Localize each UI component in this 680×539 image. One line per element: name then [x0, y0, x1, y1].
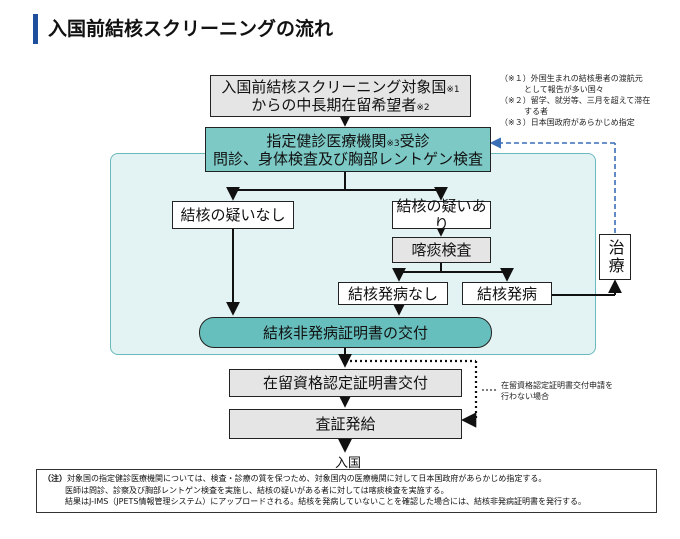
footnote-line: 結果はJ-IMS（JPETS情報管理システム）にアップロードされる。結核を発病し… — [65, 497, 587, 506]
designated-clinic-box: 指定健診医療機関※3受診 問診、身体検査及び胸部レントゲン検査 — [205, 127, 491, 172]
side-note-line: （※２）留学、就労等、三月を超えて滞在 — [500, 96, 651, 105]
side-note-line: （※１）外国生まれの結核患者の渡航元 — [500, 74, 643, 83]
footnote-line: 対象国の指定健診医療機関については、検査・診療の質を保つため、対象国内の医療機関… — [67, 474, 547, 483]
suspicion-box: 結核の疑いあり — [392, 197, 491, 233]
certificate-issue-box: 結核非発病証明書の交付 — [199, 317, 492, 348]
side-note-line: する者 — [500, 107, 548, 116]
residence-cert-box: 在留資格認定証明書交付 — [229, 369, 462, 397]
title-accent-bar — [33, 14, 38, 44]
bypass-note: 在留資格認定証明書交付申請を 行わない場合 — [501, 381, 613, 401]
visa-issuance-box: 査証発給 — [229, 409, 462, 439]
side-note-line: （※３）日本国政府があらかじめ指定 — [500, 118, 635, 127]
footnote-box: （注）対象国の指定健診医療機関については、検査・診療の質を保つため、対象国内の医… — [36, 469, 657, 513]
treatment-box: 治療 — [599, 234, 631, 280]
developed-box: 結核発病 — [462, 282, 552, 305]
not-developed-box: 結核発病なし — [338, 282, 448, 305]
sputum-test-box: 喀痰検査 — [392, 237, 491, 263]
no-suspicion-box: 結核の疑いなし — [172, 201, 294, 229]
footnote-line: 医師は問診、診察及び胸部レントゲン検査を実施し、結核の疑いがある者に対しては喀痰… — [65, 485, 449, 495]
page-title: 入国前結核スクリーニングの流れ — [48, 18, 334, 40]
target-applicants-box: 入国前結核スクリーニング対象国※1 からの中長期在留希望者※2 — [210, 75, 471, 117]
side-note-line: として報告が多い国々 — [500, 85, 604, 94]
entry-label: 入国 — [334, 456, 361, 471]
footnote-label: （注） — [43, 474, 67, 483]
side-notes: （※１）外国生まれの結核患者の渡航元 として報告が多い国々 （※２）留学、就労等… — [500, 73, 650, 128]
